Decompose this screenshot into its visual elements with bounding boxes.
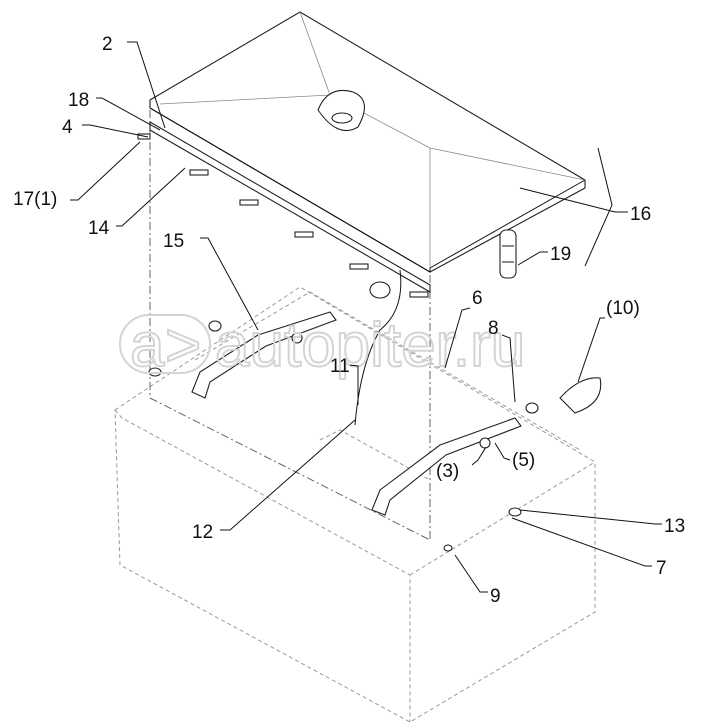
label-2: 2 <box>102 34 113 55</box>
label-14: 14 <box>88 218 110 239</box>
cover-lid <box>149 11 586 273</box>
label-10: (10) <box>606 298 640 319</box>
label-7: 7 <box>656 558 667 579</box>
label-16: 16 <box>630 204 651 225</box>
label-12: 12 <box>192 522 213 543</box>
cable <box>354 269 402 426</box>
label-3: (3) <box>436 461 459 482</box>
guide-lines <box>149 110 431 541</box>
label-9: 9 <box>490 586 501 607</box>
watermark: a > autopiter.ru <box>119 310 526 381</box>
bolts <box>137 133 429 299</box>
watermark-text: autopiter.ru <box>215 311 525 380</box>
label-13: 13 <box>664 516 685 537</box>
svg-text:a: a <box>130 311 165 380</box>
label-5: (5) <box>512 450 535 471</box>
bracket-right <box>371 377 602 552</box>
handle <box>499 229 517 279</box>
front-bar <box>149 121 431 293</box>
label-4: 4 <box>62 117 73 138</box>
label-6: 6 <box>472 288 483 309</box>
svg-text:>: > <box>165 311 201 380</box>
label-11: 11 <box>330 356 350 377</box>
label-19: 19 <box>550 244 571 265</box>
leader-lines <box>70 41 662 593</box>
label-18: 18 <box>68 90 89 111</box>
label-15: 15 <box>163 231 184 252</box>
tank-outline <box>114 286 596 723</box>
label-8: 8 <box>488 318 499 339</box>
label-17-1: 17(1) <box>13 189 57 210</box>
